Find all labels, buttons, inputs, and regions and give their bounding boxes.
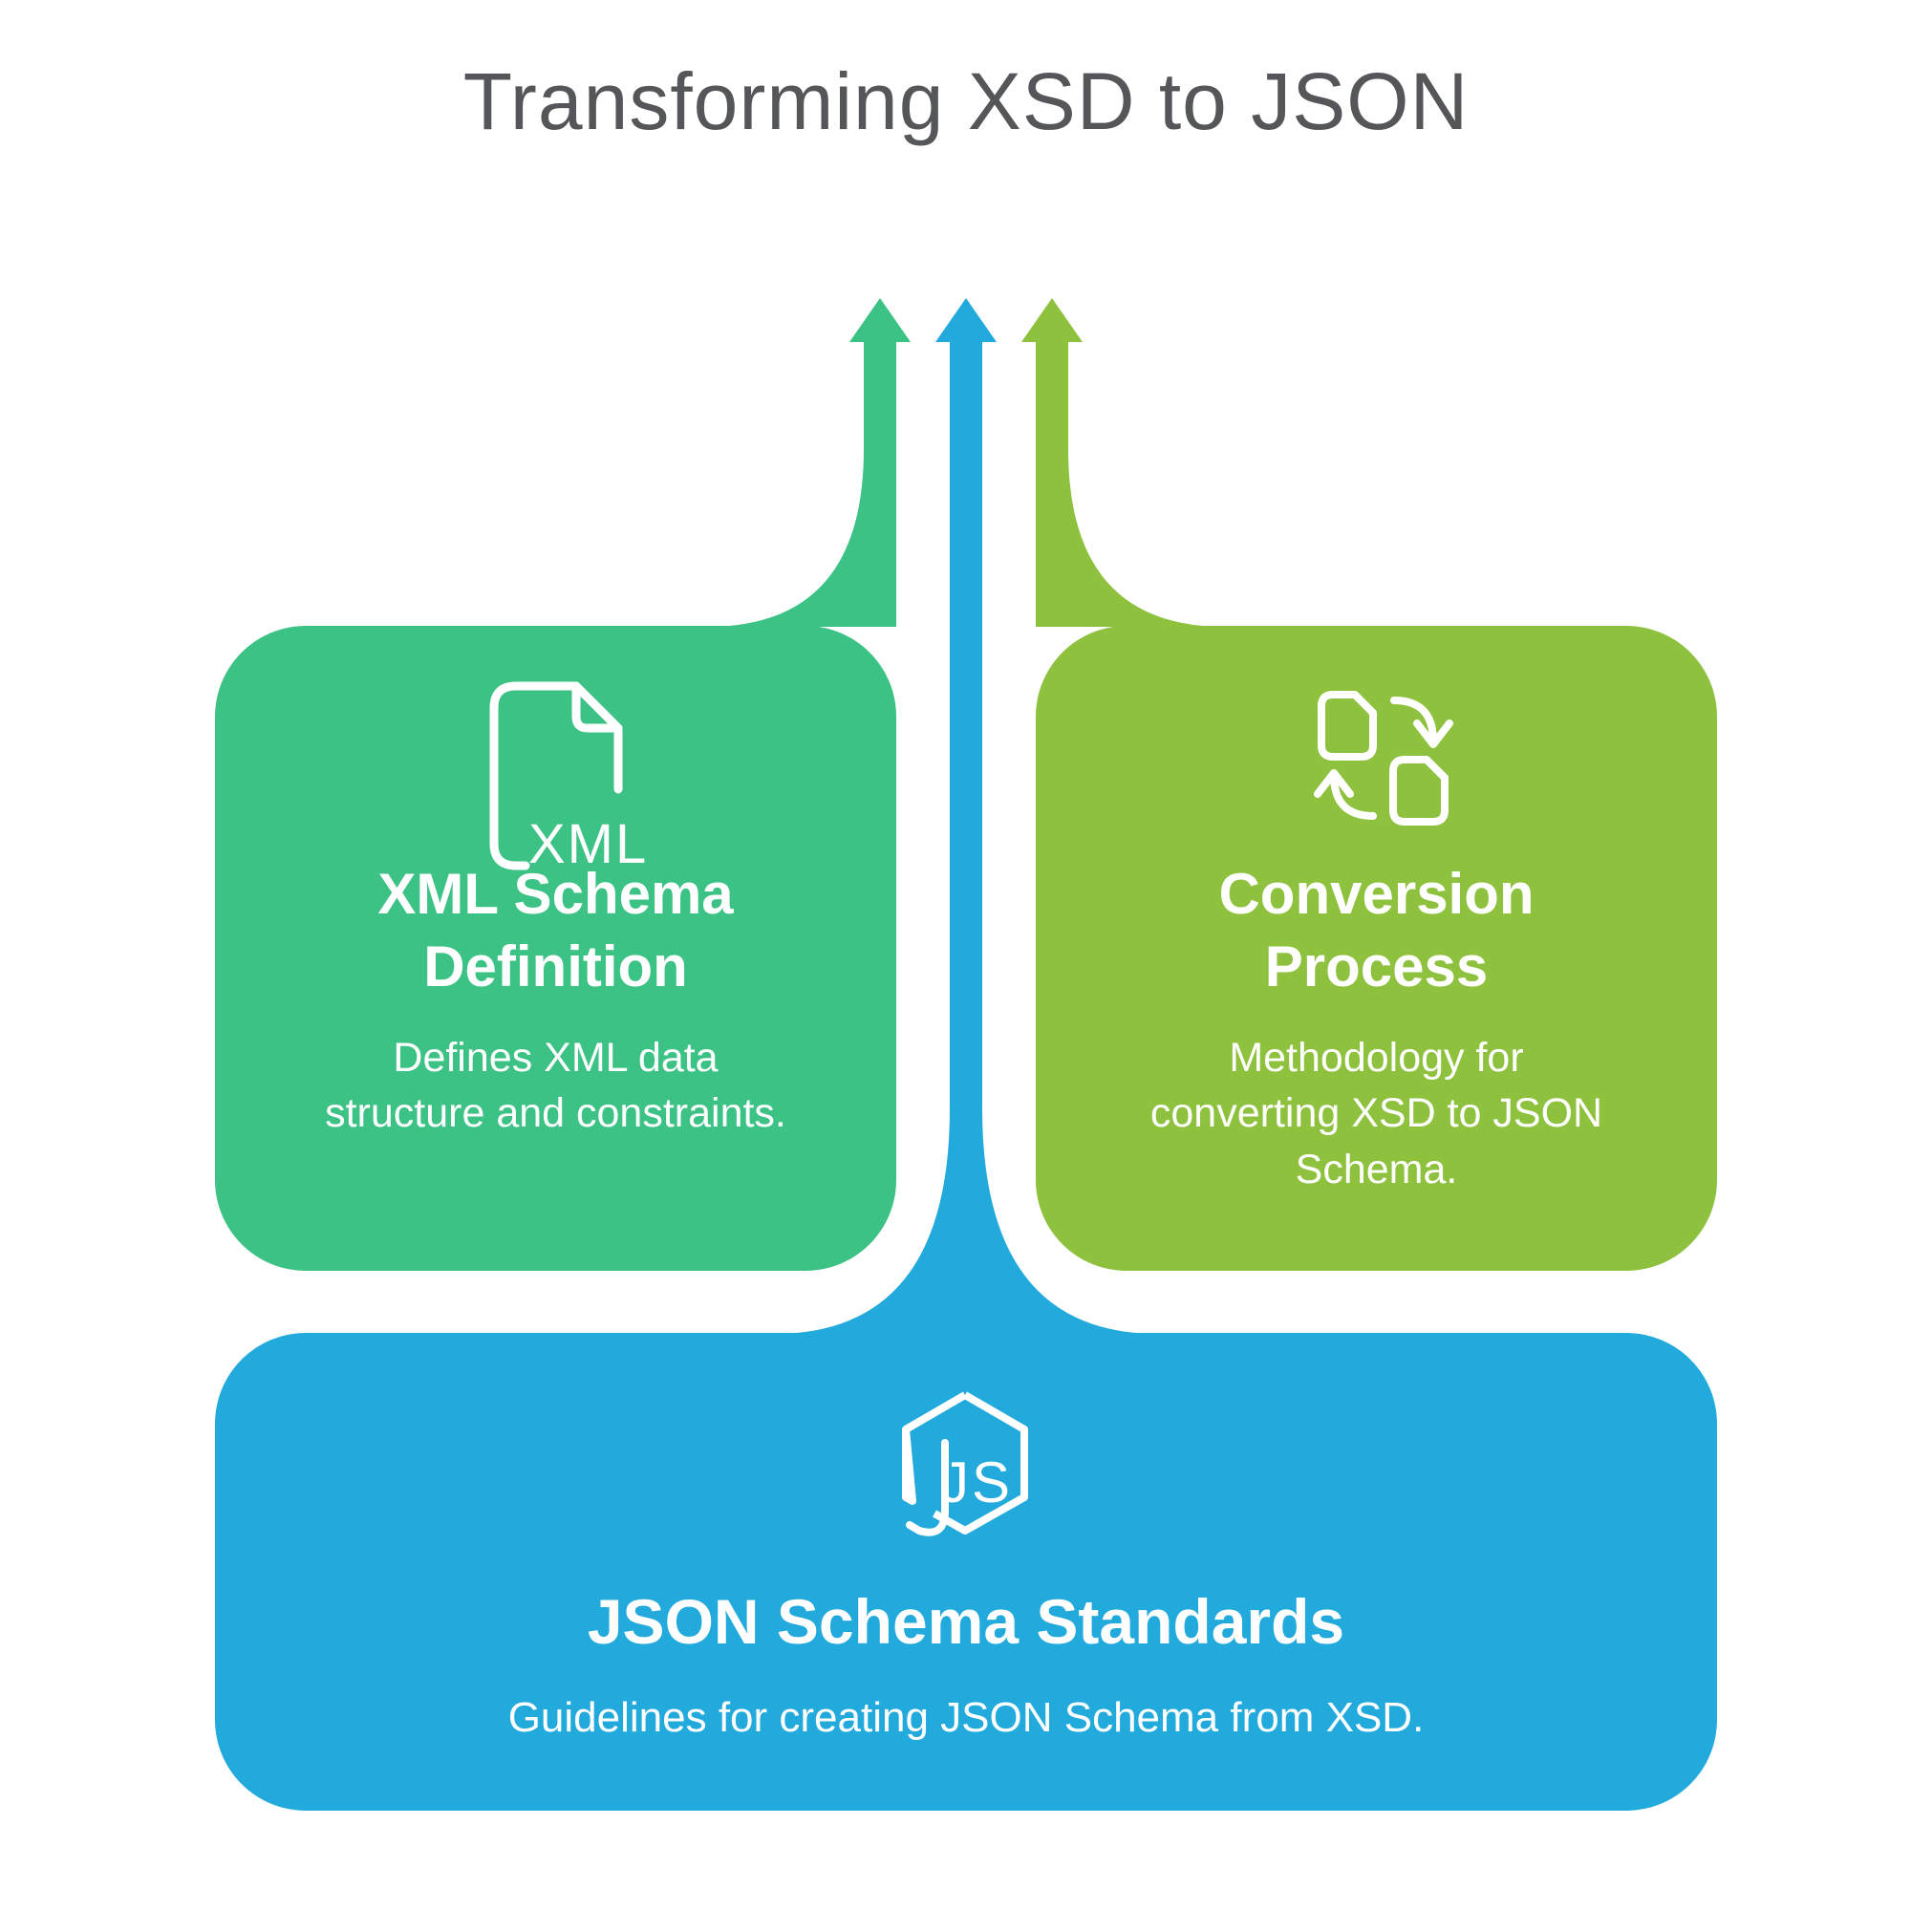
- page-title: Transforming XSD to JSON: [462, 56, 1470, 146]
- js-icon-label: JS: [940, 1450, 1013, 1514]
- xml-card-body: Defines XML data structure and constrain…: [325, 1035, 786, 1137]
- up-arrow-blue-icon: [774, 298, 1158, 1334]
- js-hexagon-icon: JS: [902, 1391, 1028, 1536]
- xml-icon-label: XML: [528, 813, 648, 875]
- conversion-card-body: Methodology for converting XSD to JSON S…: [1149, 1035, 1603, 1192]
- conversion-card-heading: Conversion Process: [1218, 862, 1535, 999]
- json-card-body: Guidelines for creating JSON Schema from…: [507, 1694, 1425, 1741]
- xml-card-heading: XML Schema Definition: [377, 862, 734, 999]
- up-arrow-green-icon: [707, 298, 911, 627]
- conversion-card-shape: [1036, 626, 1717, 1271]
- json-card-heading: JSON Schema Standards: [587, 1586, 1345, 1657]
- up-arrow-lime-icon: [1021, 298, 1225, 627]
- conversion-icon: [1314, 691, 1453, 826]
- json-card-shape: [215, 1333, 1717, 1811]
- xml-card-shape: [215, 626, 896, 1271]
- xml-file-icon: XML: [489, 681, 648, 875]
